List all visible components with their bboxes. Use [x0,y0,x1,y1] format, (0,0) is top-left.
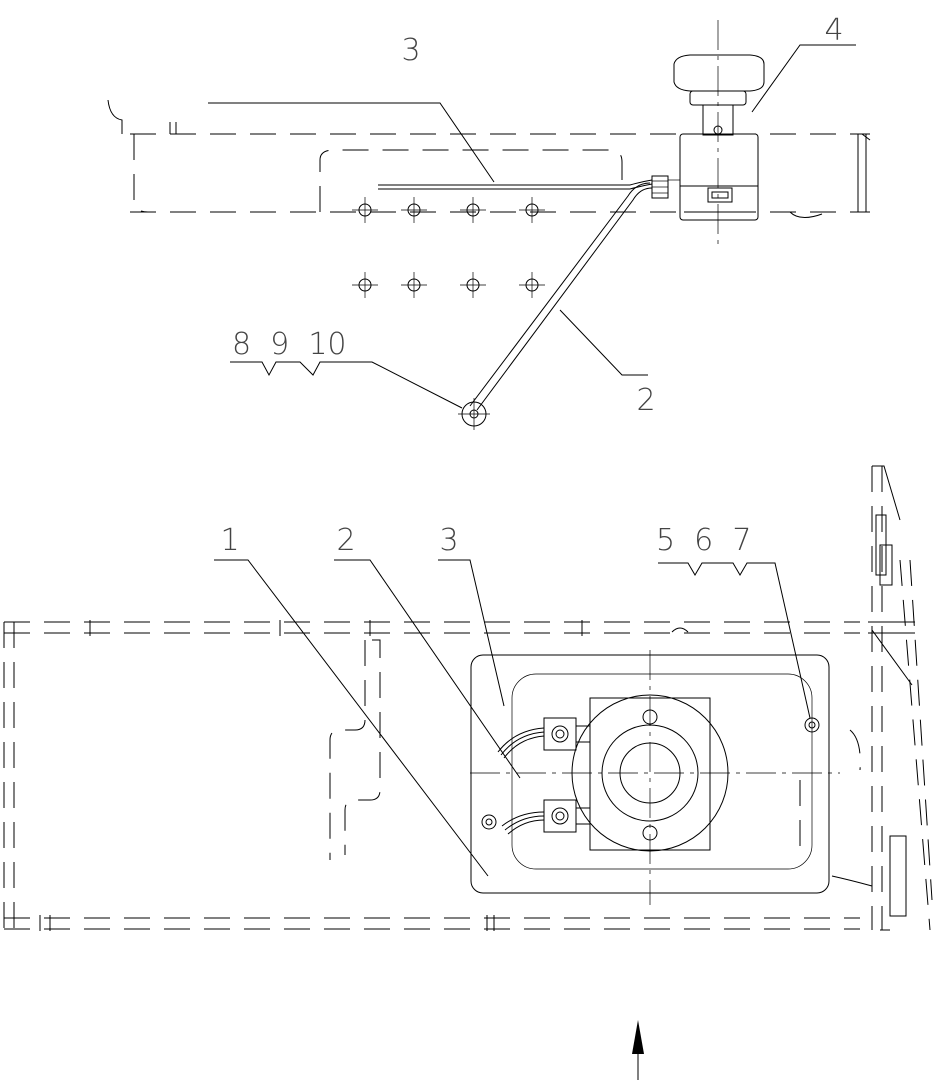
leader-5-6-7 [658,562,811,719]
bottom-view: 1 2 3 5 6 7 [3,465,933,931]
mounting-holes [352,197,545,298]
bracket-contour [344,639,381,855]
top-view: 3 4 8 9 10 2 [107,13,871,430]
knob-cap [673,54,765,92]
wires-bottom [497,727,545,835]
callout-5-6-7: 5 6 7 [656,523,751,558]
leader-3-bottom [438,559,505,707]
connector-nut [651,175,680,199]
cable-2-top [469,182,653,411]
rail-ticks [39,620,689,931]
switch-housing [679,133,759,221]
callout-1: 1 [220,523,239,558]
callout-2-top: 2 [636,383,655,418]
plate-inner-outline [511,673,813,870]
side-bracket [868,465,933,931]
arrow-up-icon [632,1020,644,1080]
leader-2 [559,309,648,376]
ring-terminal [458,398,490,430]
screw-right [804,717,820,733]
callout-8-9-10: 8 9 10 [232,327,347,362]
callout-3-top: 3 [401,33,420,68]
terminal-upper [543,717,590,751]
frame-hook [107,99,123,134]
switch-slot [707,187,733,203]
switch-body [673,20,765,245]
hole-bottom-row [352,272,545,298]
leader-8-9-10 [230,361,463,409]
callout-3-bottom: 3 [439,523,458,558]
hole-top-row [352,197,545,223]
callout-4: 4 [824,13,843,48]
leader-3 [208,102,495,183]
leader-2-bottom [334,559,521,779]
switch-base [571,694,729,852]
screw-left [481,814,497,830]
leader-4 [751,44,856,113]
leaders-top [208,44,856,409]
leader-1 [214,559,489,877]
leaders-bottom [214,559,811,877]
terminal-lower [543,799,590,833]
callout-2-bottom: 2 [336,523,355,558]
cable-3-top [378,179,653,190]
